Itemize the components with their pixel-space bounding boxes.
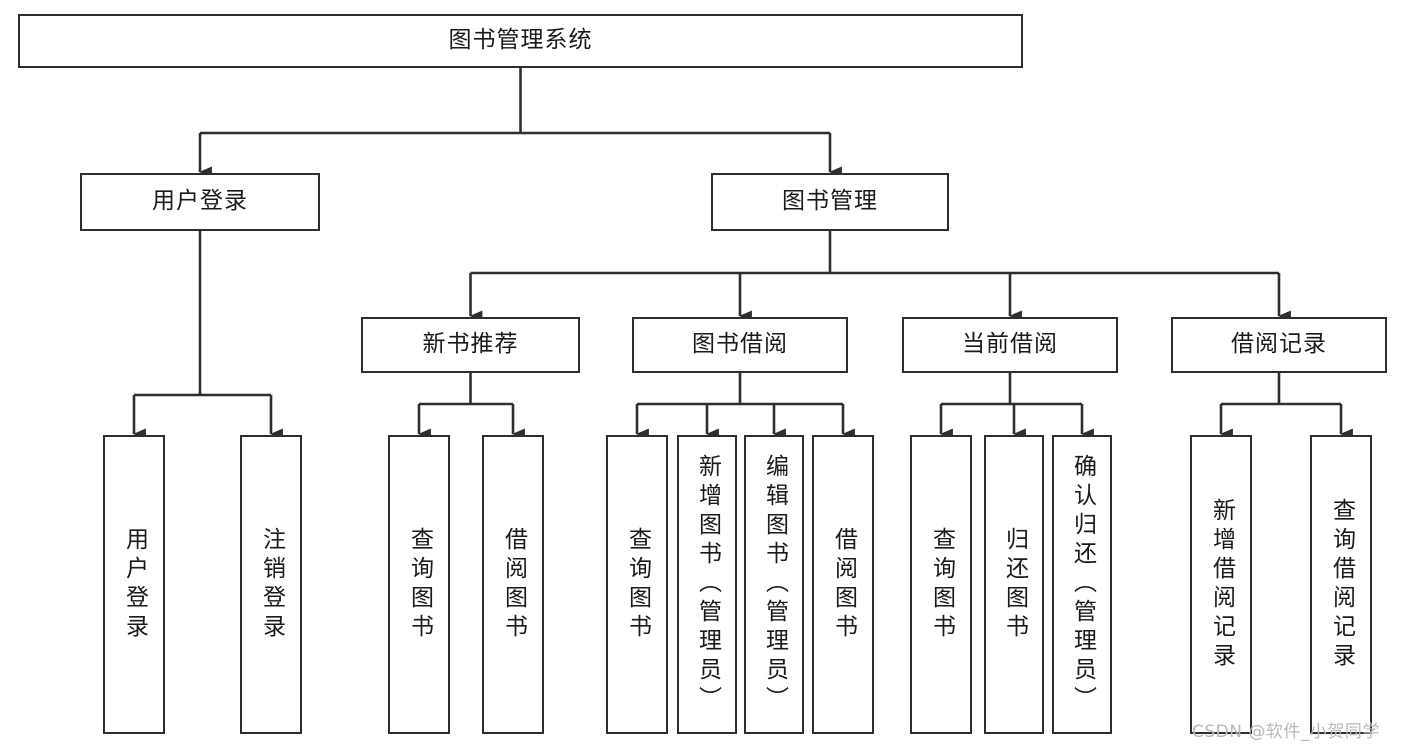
node-current-borrow[interactable]: 当前借阅: [902, 317, 1118, 373]
node-leaf-query-book-rec[interactable]: 查询图书: [388, 435, 450, 734]
node-label: 确认归还（管理员）: [1069, 454, 1096, 715]
node-label: 用户登录: [152, 188, 248, 215]
node-label: 图书借阅: [692, 331, 788, 358]
node-leaf-borrow-book[interactable]: 借阅图书: [812, 435, 874, 734]
node-book-borrow[interactable]: 图书借阅: [632, 317, 848, 373]
node-leaf-confirm-return[interactable]: 确认归还（管理员）: [1052, 435, 1112, 734]
node-leaf-add-record[interactable]: 新增借阅记录: [1190, 435, 1252, 734]
node-new-book-recommend[interactable]: 新书推荐: [361, 317, 580, 373]
watermark-text: CSDN @软件_小贺同学: [1192, 722, 1380, 742]
node-label: 图书管理系统: [448, 27, 593, 54]
node-leaf-return-book[interactable]: 归还图书: [984, 435, 1044, 734]
node-leaf-add-book[interactable]: 新增图书（管理员）: [677, 435, 737, 734]
node-leaf-query-record[interactable]: 查询借阅记录: [1310, 435, 1372, 734]
node-label: 归还图书: [1001, 526, 1028, 643]
node-leaf-user-login[interactable]: 用户登录: [103, 435, 165, 734]
node-leaf-query-book-borrow[interactable]: 查询图书: [606, 435, 668, 734]
node-label: 用户登录: [121, 526, 148, 643]
node-label: 借阅图书: [500, 526, 527, 643]
node-label: 新增图书（管理员）: [694, 454, 721, 715]
node-book-manage[interactable]: 图书管理: [711, 173, 949, 231]
node-leaf-borrow-book-rec[interactable]: 借阅图书: [482, 435, 544, 734]
node-label: 新增借阅记录: [1208, 497, 1235, 672]
node-label: 借阅记录: [1231, 331, 1327, 358]
node-user-login[interactable]: 用户登录: [80, 173, 320, 231]
node-leaf-edit-book[interactable]: 编辑图书（管理员）: [744, 435, 804, 734]
node-label: 注销登录: [258, 526, 285, 643]
node-label: 编辑图书（管理员）: [761, 454, 788, 715]
node-label: 查询借阅记录: [1328, 497, 1355, 672]
node-label: 查询图书: [406, 526, 433, 643]
node-label: 查询图书: [928, 526, 955, 643]
node-leaf-query-book-current[interactable]: 查询图书: [910, 435, 972, 734]
node-label: 当前借阅: [962, 331, 1058, 358]
node-label: 查询图书: [624, 526, 651, 643]
node-root[interactable]: 图书管理系统: [18, 14, 1023, 68]
node-label: 新书推荐: [422, 331, 519, 358]
node-label: 借阅图书: [830, 526, 857, 643]
node-label: 图书管理: [782, 188, 878, 215]
node-leaf-user-logout[interactable]: 注销登录: [240, 435, 302, 734]
node-borrow-record[interactable]: 借阅记录: [1171, 317, 1387, 373]
